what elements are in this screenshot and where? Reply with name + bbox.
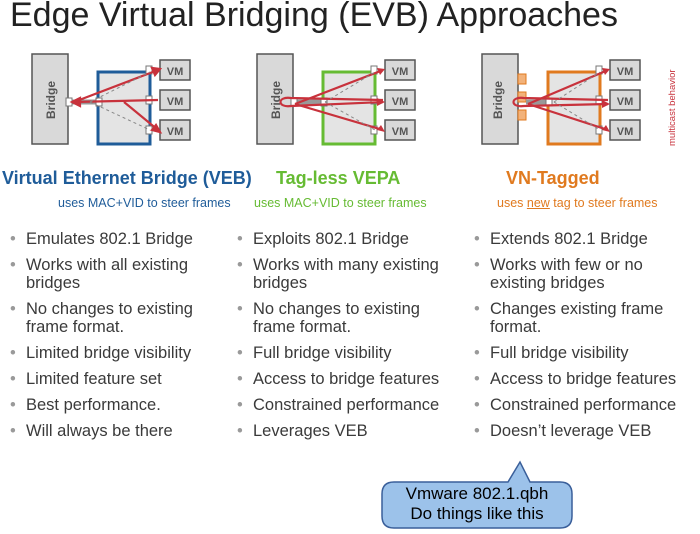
vm-box (609, 119, 641, 141)
vepa-subheading: uses MAC+VID to steer frames (254, 196, 427, 210)
vn-tagged-subheading: uses new tag to steer frames (497, 196, 658, 210)
callout-line-1: Vmware 802.1.qbh (405, 484, 549, 503)
bridge-label: Bridge (269, 81, 283, 119)
bridge-label: Bridge (44, 81, 58, 119)
vm-box (384, 89, 416, 111)
list-item: Limited bridge visibility (10, 344, 225, 362)
vepa-bullets: Exploits 802.1 Bridge Works with many ex… (237, 230, 465, 448)
veb-heading: Virtual Ethernet Bridge (VEB) (2, 168, 252, 188)
veb-subheading: uses MAC+VID to steer frames (58, 196, 231, 210)
list-item: Leverages VEB (237, 422, 465, 440)
vm-label: VM (167, 96, 184, 108)
list-item: Constrained performance (237, 396, 465, 414)
bridge-label: Bridge (491, 81, 505, 119)
arrow-heads (377, 68, 385, 132)
dashed-path (553, 101, 601, 131)
list-item: No changes to existing frame format. (237, 300, 465, 336)
vm-box (609, 59, 641, 81)
veb-diagram: Bridge VM VM VM (31, 53, 191, 146)
vn-switch-box (546, 70, 602, 146)
veb-bullets: Emulates 802.1 Bridge Works with all exi… (10, 230, 225, 448)
vepa-heading: Tag-less VEPA (276, 168, 401, 188)
callout-text: Vmware 802.1.qbh Do things like this (380, 484, 574, 524)
list-item: Full bridge visibility (237, 344, 465, 362)
list-item: Exploits 802.1 Bridge (237, 230, 465, 248)
dashed-path (89, 71, 151, 103)
dashed-path (89, 101, 151, 131)
callout-line-2: Do things like this (410, 504, 544, 523)
list-item: Access to bridge features (237, 370, 465, 388)
vepa-diagram: Bridge VM VM VM (256, 53, 416, 146)
svg-text:multicast behavior: multicast behavior (667, 69, 678, 146)
list-item: Will always be there (10, 422, 225, 440)
vn-tagged-heading: VN-Tagged (506, 168, 600, 188)
list-item: Works with many existing bridges (237, 256, 465, 292)
list-item: Constrained performance (474, 396, 696, 414)
vm-box (384, 119, 416, 141)
vm-label: VM (392, 126, 409, 138)
bridge-box (31, 53, 69, 145)
vn-tag-port (517, 73, 527, 85)
traffic-arrows (69, 66, 163, 134)
bridge-box (256, 53, 294, 145)
vm-box (159, 89, 191, 111)
vn-tagged-bullets: Extends 802.1 Bridge Works with few or n… (474, 230, 696, 448)
vm-label: VM (167, 126, 184, 138)
vn-tagged-diagram: Bridge VM VM VM (481, 53, 641, 146)
list-item: Works with all existing bridges (10, 256, 225, 292)
vm-label: VM (392, 66, 409, 78)
vm-label: VM (167, 66, 184, 78)
list-item: Access to bridge features (474, 370, 696, 388)
list-item: Limited feature set (10, 370, 225, 388)
vm-box (384, 59, 416, 81)
bridge-box (481, 53, 519, 145)
list-item: Extends 802.1 Bridge (474, 230, 696, 248)
list-item: Best performance. (10, 396, 225, 414)
list-item: No changes to existing frame format. (10, 300, 225, 336)
page-title: Edge Virtual Bridging (EVB) Approaches (10, 0, 618, 34)
list-item: Full bridge visibility (474, 344, 696, 362)
list-item: Emulates 802.1 Bridge (10, 230, 225, 248)
multicast-label-vertical: multicast behavior (667, 69, 678, 146)
list-item: Works with few or no existing bridges (474, 256, 696, 292)
vm-label: VM (617, 96, 634, 108)
vn-tag-port (517, 109, 527, 121)
list-item: Doesn’t leverage VEB (474, 422, 696, 440)
arrow-heads (602, 68, 610, 132)
callout-bubble (381, 460, 573, 529)
vm-box (609, 89, 641, 111)
dashed-path (324, 71, 376, 103)
vm-label: VM (617, 126, 634, 138)
list-item: Changes existing frame format. (474, 300, 696, 336)
vm-label: VM (617, 66, 634, 78)
vm-label: VM (392, 96, 409, 108)
